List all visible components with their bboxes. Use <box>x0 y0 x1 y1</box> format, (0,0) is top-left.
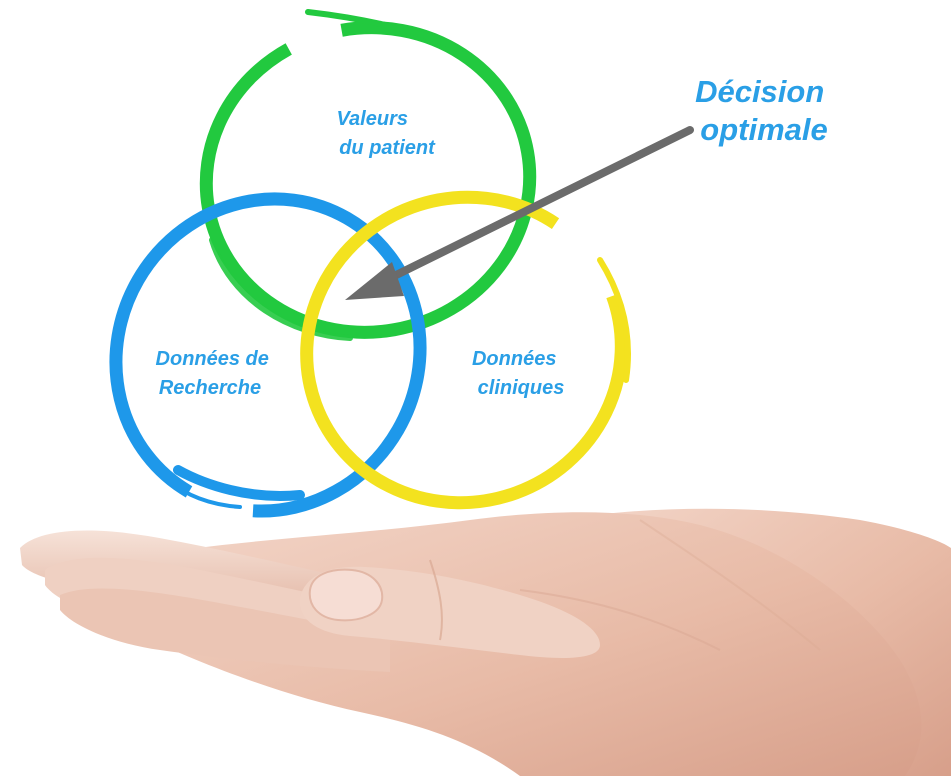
hand-image <box>20 508 951 776</box>
circle-research-data <box>109 192 427 518</box>
optimal-decision-arrow <box>345 126 694 300</box>
label-patient-values: Valeurs du patient <box>336 108 436 159</box>
label-clinical-data: Données cliniques <box>472 348 564 399</box>
label-optimal-decision: Décision optimale <box>695 74 833 147</box>
label-research-data: Données de Recherche <box>156 348 275 399</box>
arrowhead-icon <box>345 262 404 300</box>
circle-clinical-data <box>300 190 631 510</box>
circle-patient-values <box>199 9 537 341</box>
